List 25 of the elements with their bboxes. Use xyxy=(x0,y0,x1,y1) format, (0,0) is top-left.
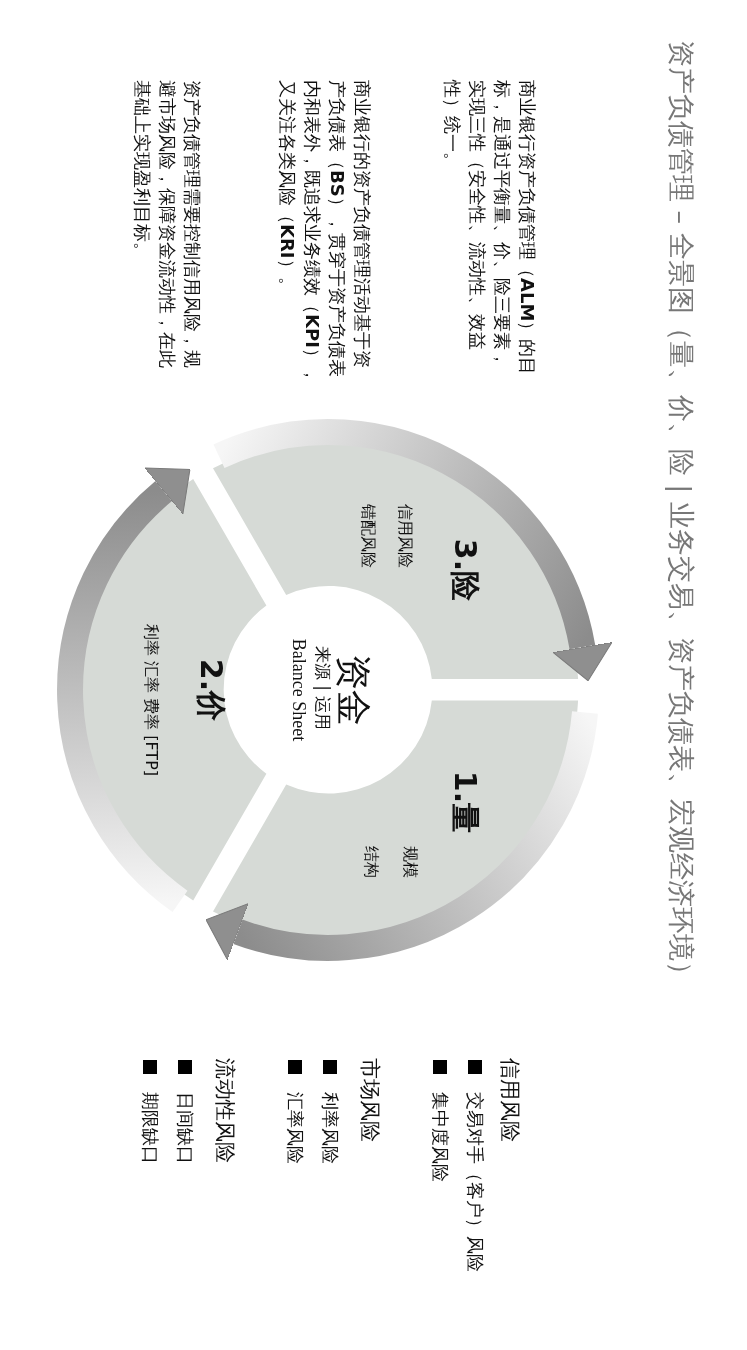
list-item: 利率风险 xyxy=(319,1092,342,1164)
center-caption: Balance Sheet xyxy=(287,638,309,742)
curved-arrow xyxy=(214,419,613,681)
list-item: 期限缺口 xyxy=(139,1092,162,1164)
segment-text: 结构 xyxy=(360,846,381,878)
paragraph: 资产负债管理需要控制信用风险，规避市场风险，保障资金流动性，在此基础上实现盈利目标。 xyxy=(131,80,204,370)
segment-text: 规模 xyxy=(399,846,420,878)
title: 资产负债管理 – 全景图（量、价、险 | 业务交易、资产负债表、宏观经济环境） xyxy=(664,40,698,988)
segment-text: 信用风险 xyxy=(394,504,415,568)
curved-arrow xyxy=(204,710,598,961)
center-subtitle: 来源 | 运用 xyxy=(311,645,334,731)
curved-arrow xyxy=(57,467,190,912)
segment-title: 1.量 xyxy=(446,770,484,834)
segment-title: 3.险 xyxy=(446,538,484,602)
center-title: 资金 xyxy=(331,654,375,726)
list-heading: 流动性风险 xyxy=(212,1058,238,1163)
list-heading: 信用风险 xyxy=(497,1058,523,1142)
segment-text: 错配风险 xyxy=(357,504,378,568)
list-item: 汇率风险 xyxy=(284,1092,307,1164)
segment-text: 利率 汇率 费率 [FTP] xyxy=(140,623,161,777)
list-item: 集中度风险 xyxy=(429,1092,452,1182)
list-heading: 市场风险 xyxy=(357,1058,383,1142)
segment-title: 2.价 xyxy=(192,658,230,722)
list-item: 日间缺口 xyxy=(174,1092,197,1164)
list-item: 交易对手（客户）风险 xyxy=(464,1092,487,1272)
